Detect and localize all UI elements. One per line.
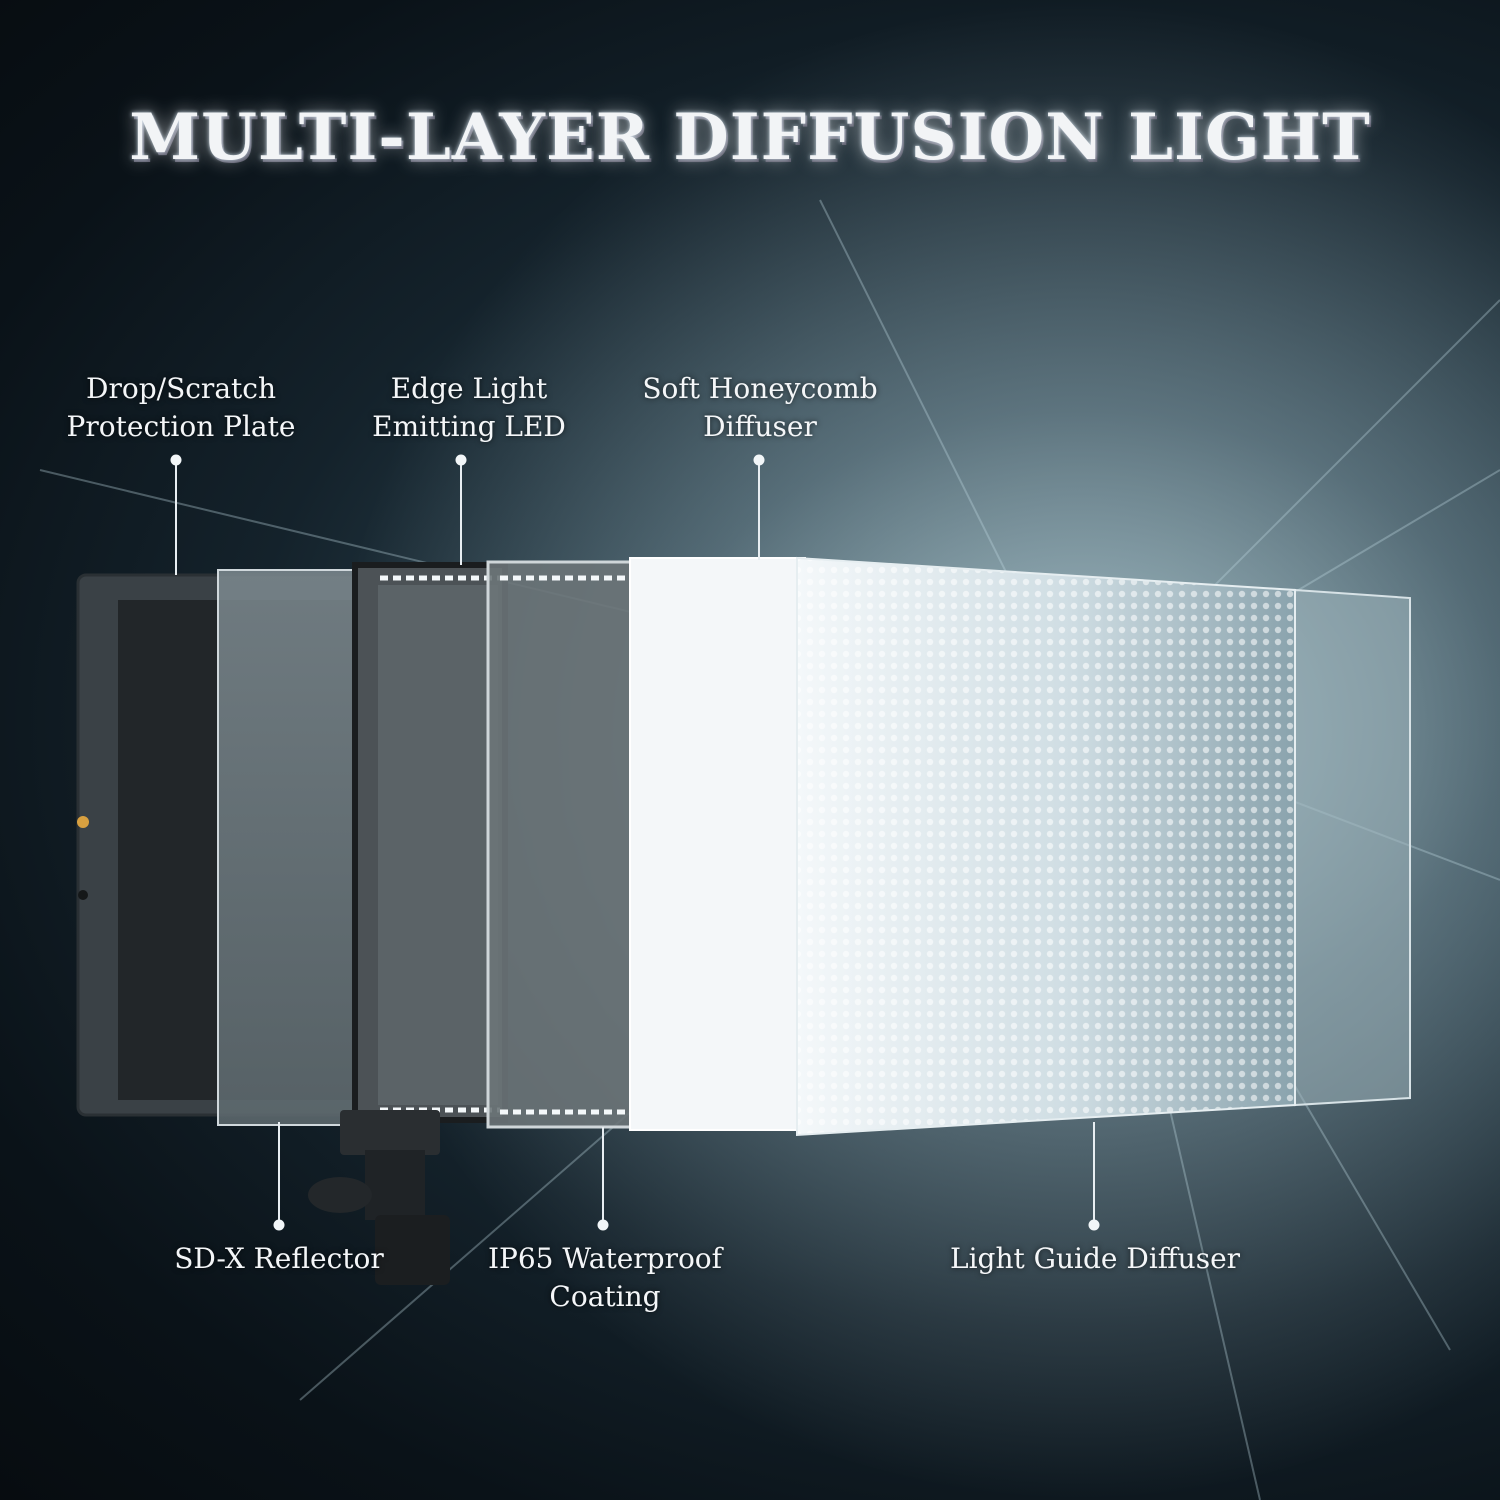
leader-dot-protection-plate [170, 454, 182, 466]
waterproof-coating-layer [486, 560, 640, 1129]
label-honeycomb: Soft Honeycomb Diffuser [610, 370, 910, 446]
mount-bracket [308, 1110, 450, 1285]
label-line: Coating [549, 1280, 661, 1313]
page-title: MULTI-LAYER DIFFUSION LIGHT [129, 100, 1371, 175]
leader-line-honeycomb [758, 460, 760, 560]
label-waterproof: IP65 Waterproof Coating [470, 1240, 740, 1316]
label-line: Soft Honeycomb [642, 372, 878, 405]
label-line: Emitting LED [372, 410, 566, 443]
leader-line-reflector [278, 1122, 280, 1225]
label-reflector: SD-X Reflector [148, 1240, 410, 1278]
label-line: Light Guide Diffuser [949, 1242, 1241, 1275]
label-line: Diffuser [703, 410, 817, 443]
leader-line-protection-plate [175, 460, 177, 575]
leader-line-edge-led [460, 460, 462, 565]
leader-dot-edge-led [455, 454, 467, 466]
label-light-guide: Light Guide Diffuser [925, 1240, 1265, 1278]
label-line: Edge Light [390, 372, 548, 405]
leader-line-light-guide [1093, 1122, 1095, 1225]
leader-dot-reflector [273, 1219, 285, 1231]
leader-dot-waterproof [597, 1219, 609, 1231]
label-line: Protection Plate [66, 410, 296, 443]
label-protection-plate: Drop/Scratch Protection Plate [40, 370, 322, 446]
leader-dot-light-guide [1088, 1219, 1100, 1231]
leader-dot-honeycomb [753, 454, 765, 466]
label-line: IP65 Waterproof [487, 1242, 723, 1275]
light-guide-diffuser-layer [796, 556, 1411, 1137]
edge-led-layer [352, 562, 508, 1123]
label-edge-led: Edge Light Emitting LED [340, 370, 598, 446]
label-line: SD-X Reflector [174, 1242, 384, 1275]
leader-line-waterproof [602, 1127, 604, 1225]
label-line: Drop/Scratch [86, 372, 276, 405]
honeycomb-diffuser-layer [629, 557, 806, 1131]
